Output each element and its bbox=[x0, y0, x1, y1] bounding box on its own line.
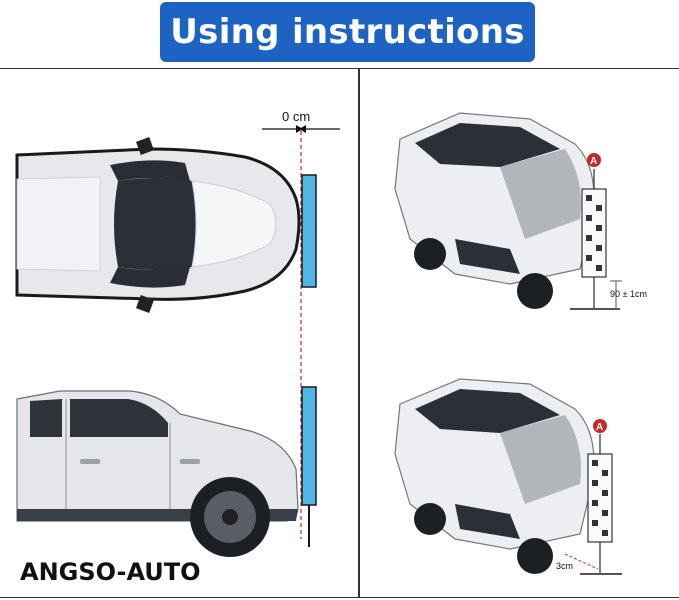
calibration-reflector-top bbox=[302, 175, 316, 287]
arrow-head-right bbox=[299, 125, 306, 133]
marker-a-top-label: A bbox=[590, 156, 597, 167]
target-board-top bbox=[582, 189, 606, 277]
right-illustration: A 90 ± 1cm A 3cm bbox=[360, 69, 679, 599]
banner-title: Using instructions bbox=[170, 12, 524, 52]
car-side-view bbox=[17, 391, 298, 557]
right-panel-perspective-views: A 90 ± 1cm A 3cm bbox=[359, 68, 679, 598]
title-banner: Using instructions bbox=[160, 2, 535, 62]
target-board-bottom bbox=[588, 454, 612, 542]
car-perspective-bottom bbox=[395, 379, 594, 574]
left-illustration: 0 cm bbox=[0, 69, 359, 599]
car-perspective-top bbox=[395, 113, 594, 309]
offset-label: 3cm bbox=[556, 561, 573, 571]
distance-label: 0 cm bbox=[282, 109, 310, 124]
height-label: 90 ± 1cm bbox=[610, 289, 647, 299]
left-panel-top-and-side-view: 0 cm bbox=[0, 68, 359, 598]
car-top-view bbox=[17, 137, 299, 313]
brand-name: ANGSO-AUTO bbox=[20, 558, 201, 586]
marker-a-bottom-label: A bbox=[596, 422, 603, 433]
calibration-reflector-side bbox=[302, 387, 316, 505]
